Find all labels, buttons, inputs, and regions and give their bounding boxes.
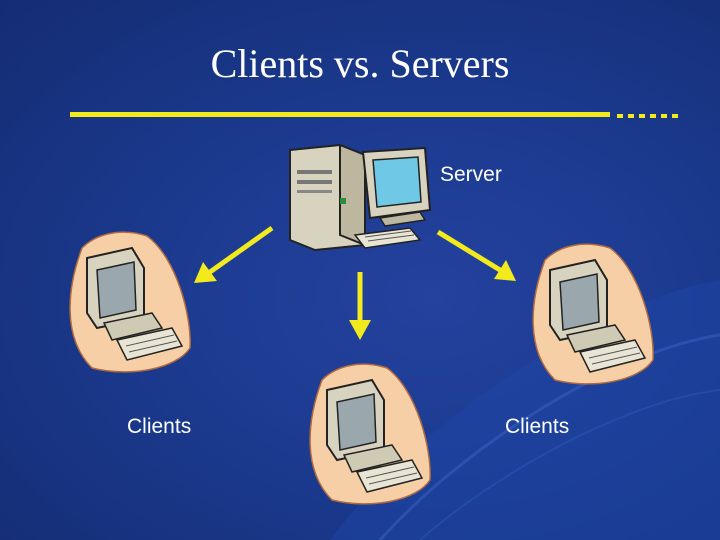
server-computer-icon — [289, 143, 432, 252]
arrow-to-right-client — [436, 229, 516, 281]
client-computer-icon — [532, 243, 654, 385]
slide-title: Clients vs. Servers — [210, 41, 510, 86]
clients-right-label: Clients — [505, 415, 570, 438]
clients-left-label: Clients — [127, 415, 192, 438]
arrow-to-left-client — [194, 225, 274, 283]
arrow-to-center-client — [349, 272, 371, 340]
client-computer-icon — [309, 363, 431, 505]
client-computer-icon — [69, 231, 191, 373]
title-underline — [70, 112, 678, 118]
server-label: Server — [440, 163, 502, 186]
